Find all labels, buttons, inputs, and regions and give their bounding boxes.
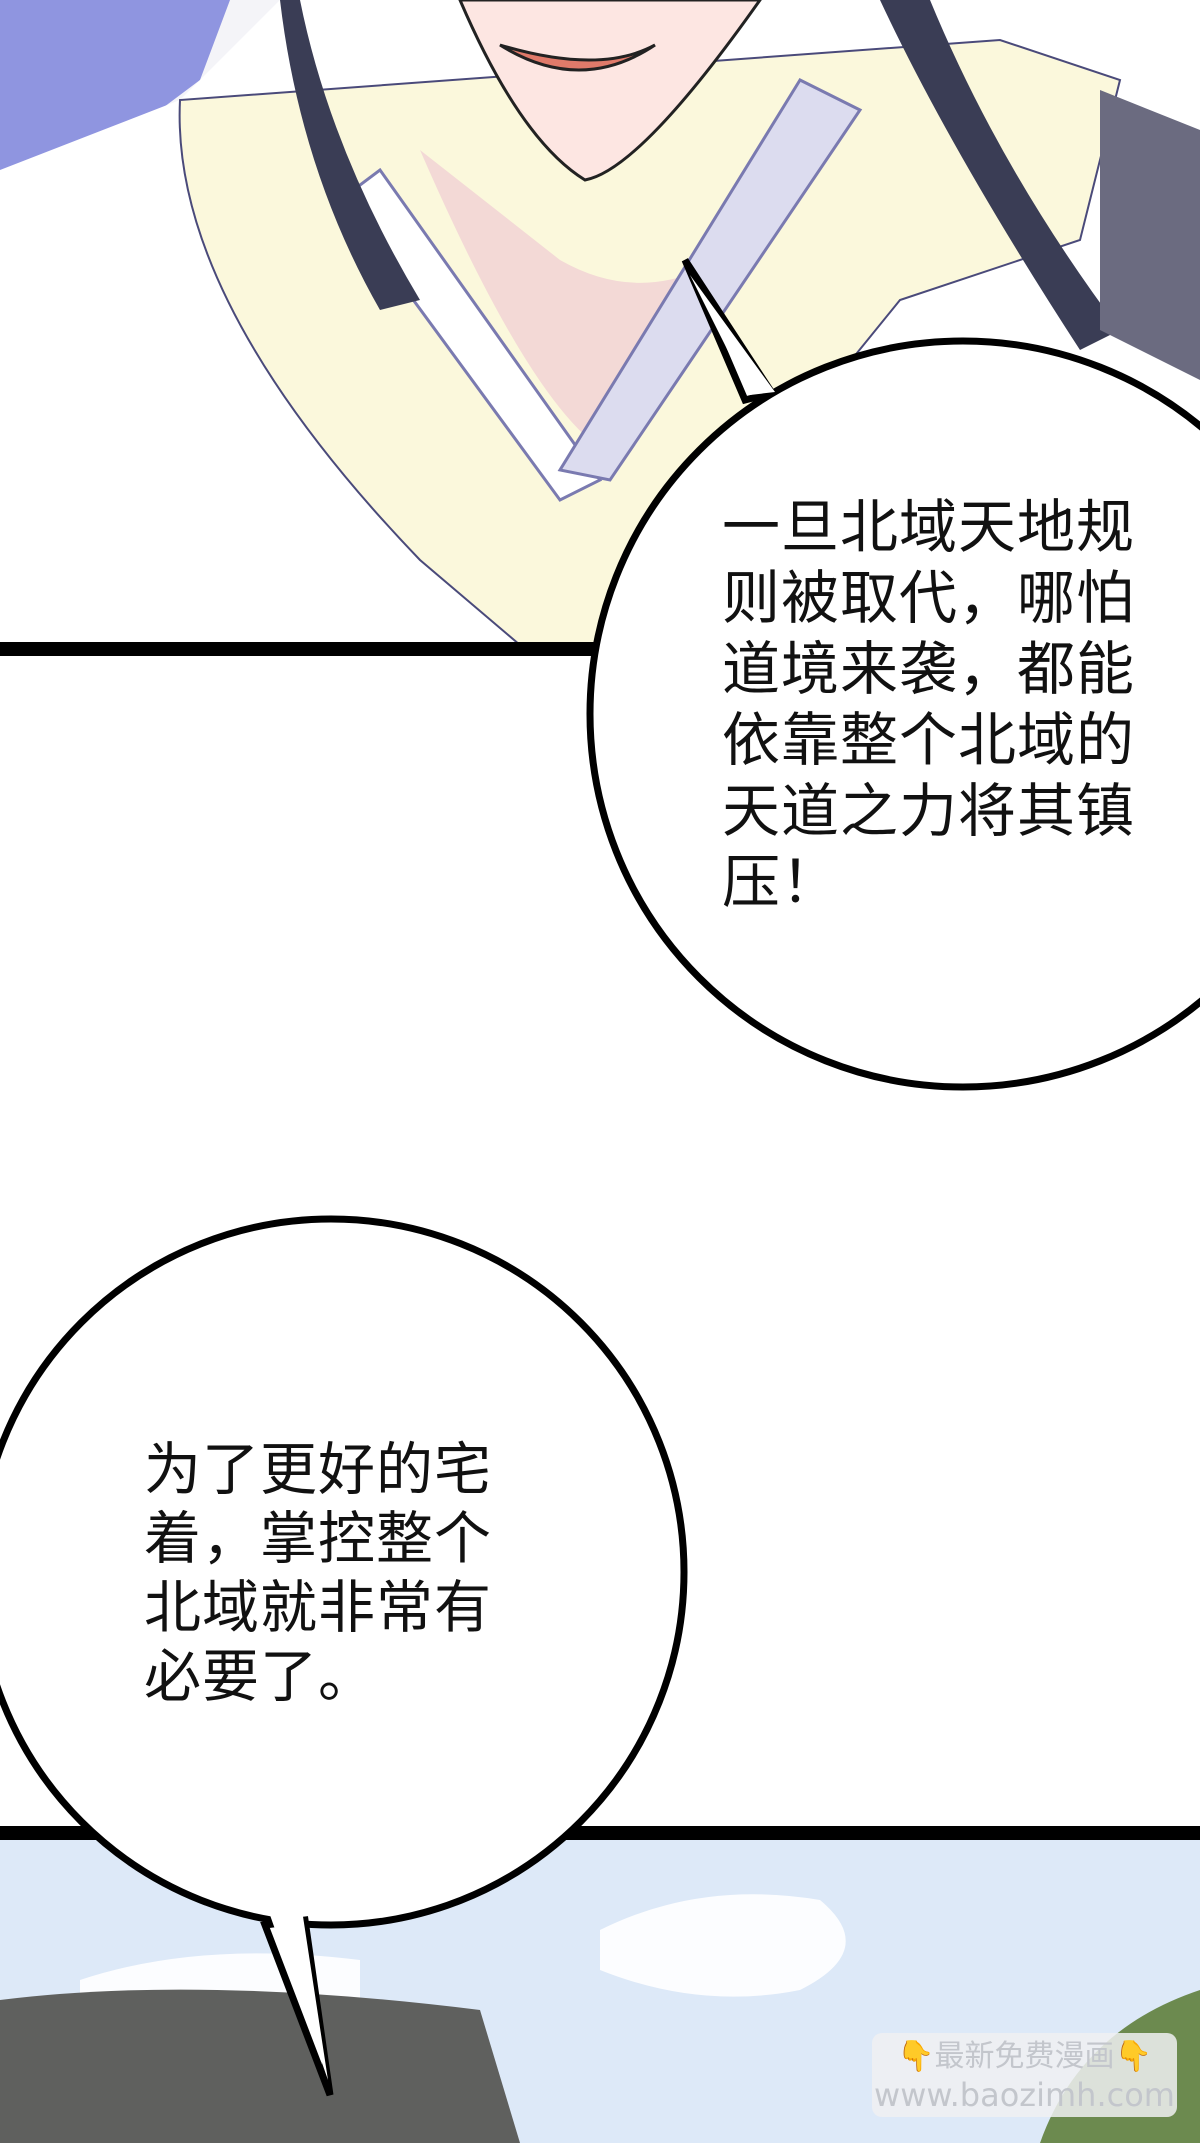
watermark-line1: 最新免费漫画 bbox=[934, 2039, 1115, 2074]
pointing-down-hand-icon: 👇 bbox=[1114, 2039, 1152, 2074]
pointing-down-hand-icon: 👇 bbox=[897, 2039, 935, 2074]
watermark-line2: www.baozimh.com bbox=[874, 2076, 1175, 2114]
watermark: 👇最新免费漫画👇 www.baozimh.com bbox=[872, 2033, 1177, 2117]
speech-bubble-2-text: 为了更好的宅 着，掌控整个 北域就非常有 必要了。 bbox=[144, 1437, 492, 1710]
speech-bubble-1-text: 一旦北域天地规 则被取代，哪怕 道境来袭，都能 依靠整个北域的 天道之力将其镇 … bbox=[722, 493, 1136, 916]
speech-bubble-2 bbox=[0, 1215, 688, 2097]
speech-bubble-1 bbox=[586, 258, 1200, 1091]
top-panel bbox=[0, 0, 1200, 646]
